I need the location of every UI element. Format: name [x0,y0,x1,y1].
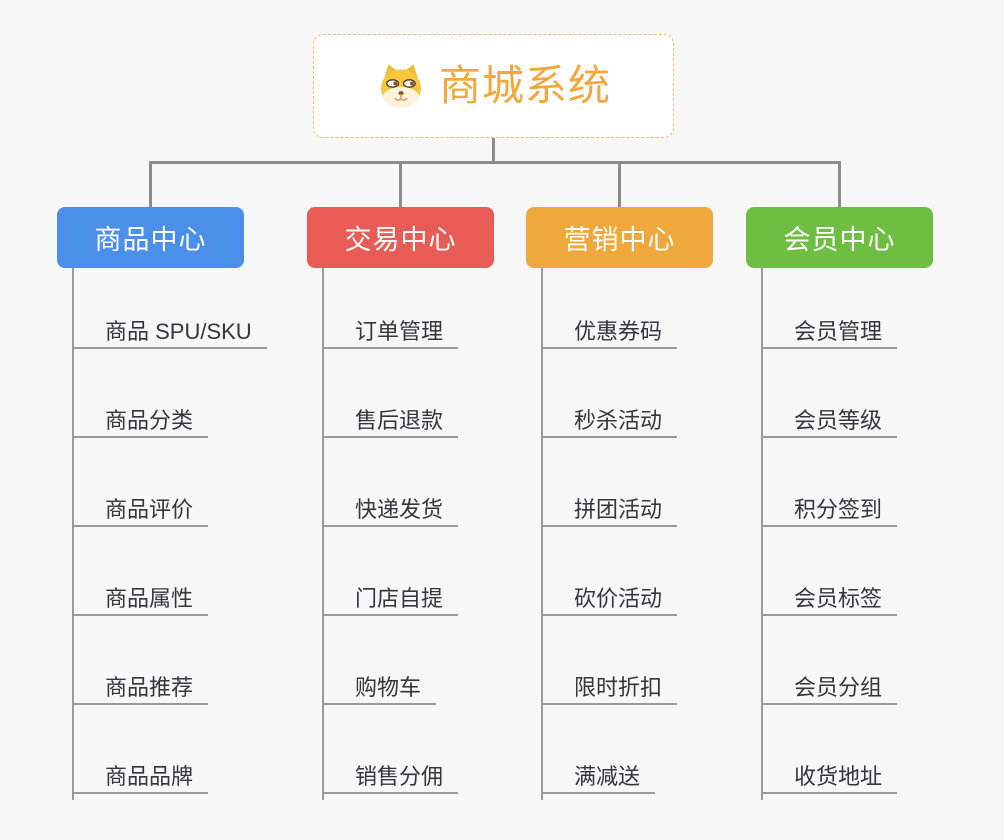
connector-drop-trade [399,161,402,207]
branch-member-center: 会员中心 会员管理 会员等级 积分签到 会员标签 会员分组 收货地址 [746,0,1001,840]
branch-product-center: 商品中心 商品 SPU/SKU 商品分类 商品评价 商品属性 商品推荐 商品品牌 [57,0,312,840]
leaf-node[interactable]: 订单管理 [322,315,459,349]
leaf-node[interactable]: 秒杀活动 [541,404,678,438]
branch-spine [72,268,74,800]
leaf-node[interactable]: 门店自提 [322,582,459,616]
leaf-node[interactable]: 限时折扣 [541,671,678,705]
leaf-node[interactable]: 会员分组 [761,671,898,705]
branch-trade-center: 交易中心 订单管理 售后退款 快递发货 门店自提 购物车 销售分佣 [307,0,562,840]
leaf-node[interactable]: 商品 SPU/SKU [72,315,267,349]
branch-spine [541,268,543,800]
leaf-node[interactable]: 购物车 [322,671,437,705]
branch-header-marketing-center[interactable]: 营销中心 [526,207,713,268]
connector-root-stub [492,138,495,164]
leaf-node[interactable]: 会员标签 [761,582,898,616]
leaf-node[interactable]: 商品推荐 [72,671,209,705]
leaf-node[interactable]: 收货地址 [761,760,898,794]
connector-bus [149,161,841,164]
leaf-node[interactable]: 优惠券码 [541,315,678,349]
branch-marketing-center: 营销中心 优惠券码 秒杀活动 拼团活动 砍价活动 限时折扣 满减送 [526,0,781,840]
connector-drop-product [149,161,152,207]
branch-spine [761,268,763,800]
leaf-node[interactable]: 快递发货 [322,493,459,527]
leaf-node[interactable]: 拼团活动 [541,493,678,527]
leaf-node[interactable]: 商品分类 [72,404,209,438]
branch-header-product-center[interactable]: 商品中心 [57,207,244,268]
leaf-node[interactable]: 售后退款 [322,404,459,438]
branch-spine [322,268,324,800]
leaf-node[interactable]: 商品属性 [72,582,209,616]
branch-header-trade-center[interactable]: 交易中心 [307,207,494,268]
dog-face-icon [380,64,421,108]
connector-drop-member [838,161,841,207]
leaf-node[interactable]: 积分签到 [761,493,898,527]
root-title: 商城系统 [438,62,611,109]
leaf-node[interactable]: 会员等级 [761,404,898,438]
leaf-node[interactable]: 会员管理 [761,315,898,349]
leaf-node[interactable]: 销售分佣 [322,760,459,794]
leaf-node[interactable]: 砍价活动 [541,582,678,616]
leaf-node[interactable]: 商品评价 [72,493,209,527]
leaf-node[interactable]: 商品品牌 [72,760,209,794]
branch-header-member-center[interactable]: 会员中心 [746,207,933,268]
root-node[interactable]: 商城系统 [313,34,674,138]
leaf-node[interactable]: 满减送 [541,760,656,794]
connector-drop-marketing [618,161,621,207]
